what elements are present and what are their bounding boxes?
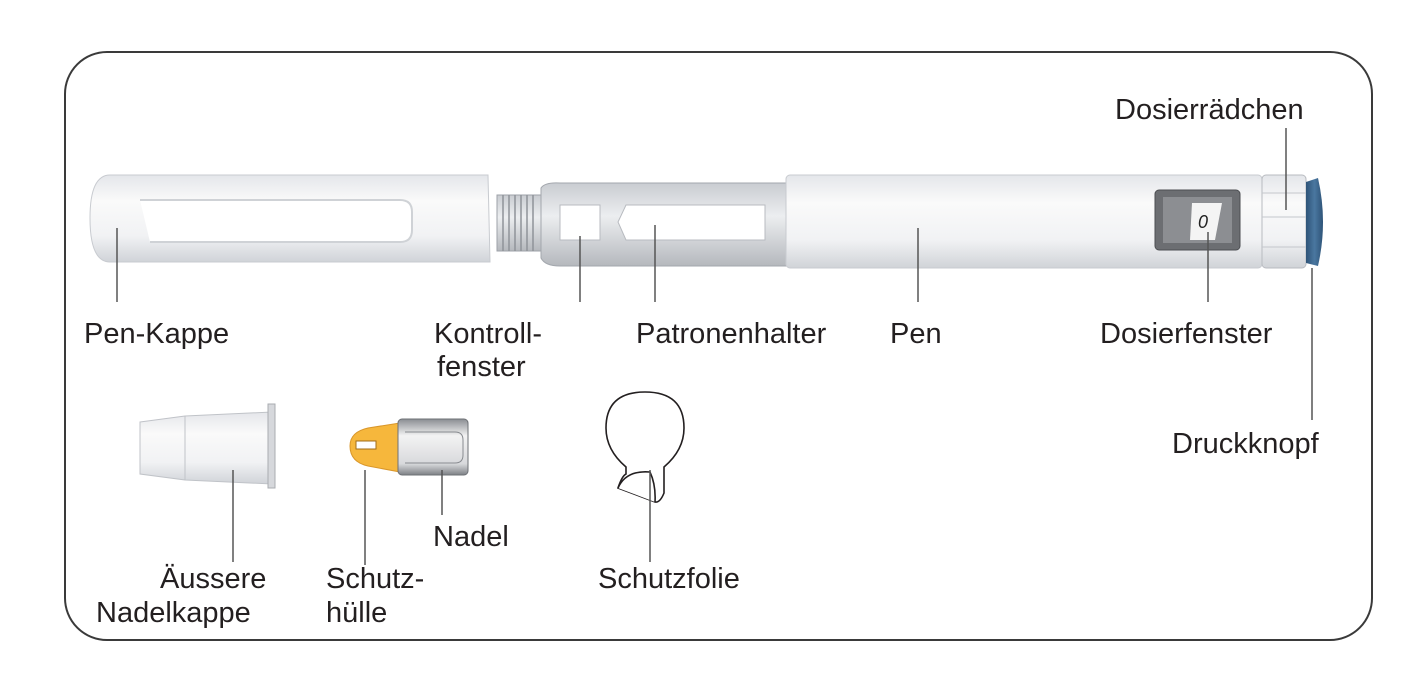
label-pen-cap: Pen-Kappe [84,318,230,350]
outer-needle-cap [139,403,276,489]
frame-border [64,51,1373,641]
pen-cap [89,174,491,263]
label-dose-window: Dosierfenster [1100,318,1273,350]
label-needle: Nadel [433,521,509,553]
cartridge-holder [496,182,791,267]
dose-dial [1261,174,1307,269]
label-inner-shield-1: Schutz- [326,563,425,595]
label-protective-foil: Schutzfolie [598,563,740,595]
label-outer-needle-cap-2: Nadelkappe [96,597,251,629]
label-control-window-2: fenster [437,351,526,383]
label-push-button: Druckknopf [1172,428,1319,460]
label-inner-shield-2: hülle [326,597,388,629]
label-pen: Pen [890,318,942,350]
control-window [559,204,601,241]
push-button [1306,178,1323,266]
leader-lines [116,128,1313,565]
cartridge-window [617,204,766,241]
label-outer-needle-cap-1: Äussere [160,563,267,595]
needle [397,418,469,476]
label-cartridge-holder: Patronenhalter [636,318,827,350]
pen-body: 0 [785,174,1263,269]
label-control-window-1: Kontroll- [434,318,542,350]
label-dose-dial: Dosierrädchen [1115,94,1304,126]
dose-display-value: 0 [1198,212,1208,232]
